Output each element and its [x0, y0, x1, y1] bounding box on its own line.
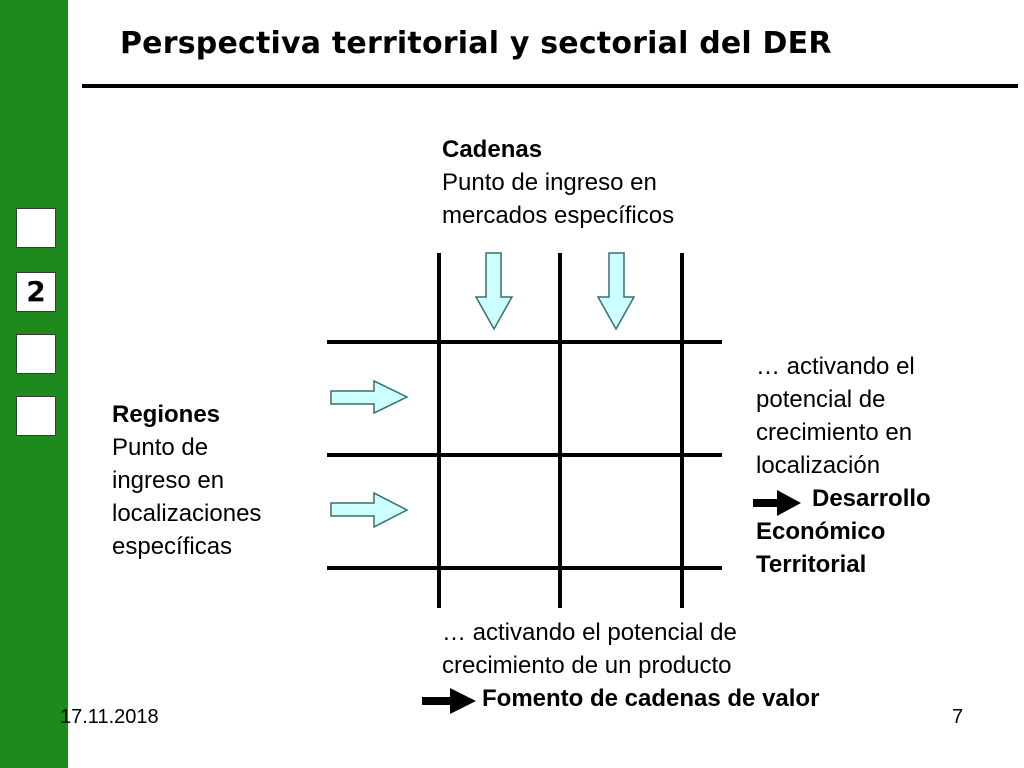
regiones-text: Regiones Punto de ingreso en localizacio… — [112, 398, 261, 563]
right-arrow-icon — [330, 379, 409, 415]
cadenas-text: Cadenas Punto de ingreso en mercados esp… — [442, 133, 674, 232]
right-arrow-icon — [330, 491, 409, 529]
regiones-line-4: específicas — [112, 533, 233, 560]
down-arrow-icon — [596, 252, 636, 331]
regiones-line-1: Punto de — [112, 434, 209, 461]
footer-page-number: 7 — [952, 706, 964, 728]
sidebar — [0, 0, 68, 768]
nav-box-3[interactable] — [16, 334, 56, 374]
right-result-line-3: Territorial — [756, 551, 867, 578]
right-line-1: … activando el — [756, 353, 915, 380]
regiones-line-2: ingreso en — [112, 467, 225, 494]
cadenas-heading: Cadenas — [442, 136, 543, 163]
bottom-result: Fomento de cadenas de valor — [482, 685, 820, 712]
title-rule — [82, 84, 1018, 88]
right-result-line-1: Desarrollo — [812, 485, 931, 512]
slide-title: Perspectiva territorial y sectorial del … — [120, 26, 832, 61]
bottom-line-1: … activando el potencial de — [442, 619, 737, 646]
right-line-4: localización — [756, 452, 881, 479]
right-text: … activando el potencial de crecimiento … — [756, 350, 931, 581]
result-arrow-icon — [422, 688, 476, 714]
right-line-2: potencial de — [756, 386, 886, 413]
cadenas-line-2: mercados específicos — [442, 202, 675, 229]
bottom-line-2: crecimiento de un producto — [442, 652, 732, 679]
nav-box-4[interactable] — [16, 396, 56, 436]
nav-box-1[interactable] — [16, 208, 56, 248]
cadenas-line-1: Punto de ingreso en — [442, 169, 657, 196]
footer-date: 17.11.2018 — [60, 706, 159, 728]
right-result-line-2: Económico — [756, 518, 886, 545]
result-arrow-icon — [753, 490, 801, 516]
bottom-text: … activando el potencial de crecimiento … — [442, 616, 819, 715]
down-arrow-icon — [474, 252, 514, 331]
regiones-heading: Regiones — [112, 401, 221, 428]
regiones-line-3: localizaciones — [112, 500, 262, 527]
nav-box-2[interactable]: 2 — [16, 272, 56, 312]
right-line-3: crecimiento en — [756, 419, 913, 446]
